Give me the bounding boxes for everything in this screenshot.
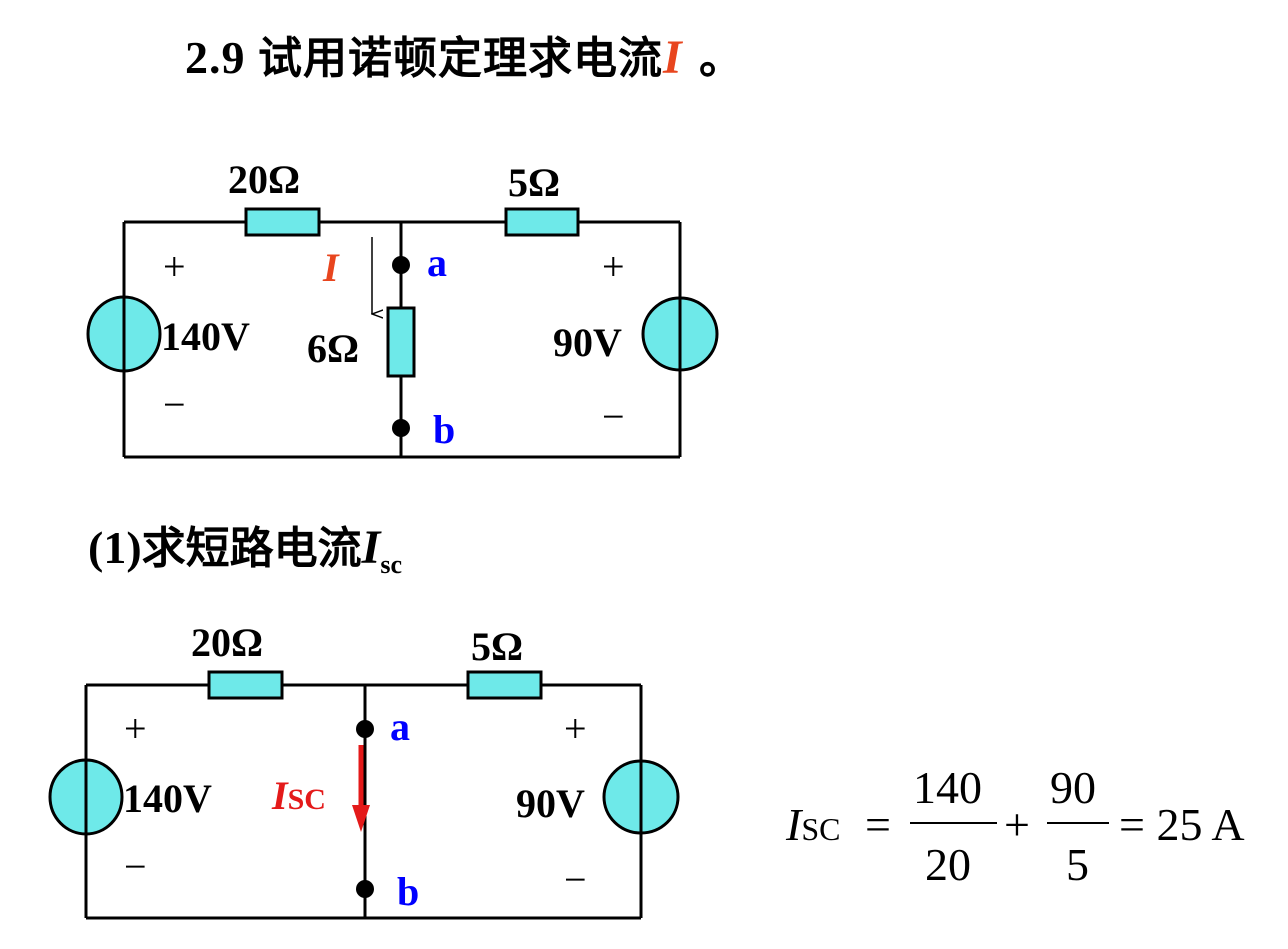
title-current-variable: I <box>663 31 683 84</box>
step-index: (1) <box>88 522 142 573</box>
label-r-right: 5Ω <box>508 160 560 205</box>
problem-number: 2.9 <box>185 32 258 83</box>
node-a-dot-2 <box>356 720 374 738</box>
label-node-b-2: b <box>397 869 419 914</box>
fraction2-numerator: 90 <box>1050 762 1096 813</box>
label-v-left: 140V <box>161 314 250 359</box>
resistor-6-ohm <box>386 306 416 378</box>
resistor-20-ohm <box>244 207 321 237</box>
voltage-source-140v <box>86 295 162 373</box>
label-r-mid: 6Ω <box>307 326 359 371</box>
sign-minus-right-2: − <box>564 857 587 902</box>
label-node-a-2: a <box>390 704 410 749</box>
voltage-source-140v-2 <box>48 758 124 836</box>
label-current: I <box>322 245 340 290</box>
sign-minus-left-2: − <box>124 844 147 889</box>
resistor-5-ohm-2 <box>466 670 543 700</box>
label-short-current: ISC <box>271 773 326 818</box>
sign-minus-right: − <box>602 394 625 439</box>
label-r-right-2: 5Ω <box>471 624 523 669</box>
equation-lhs: ISC <box>785 799 840 850</box>
fraction1-denominator: 20 <box>925 839 971 890</box>
sign-minus-left: − <box>163 382 186 427</box>
node-b-dot <box>392 419 410 437</box>
node-a-dot <box>392 256 410 274</box>
label-v-right-2: 90V <box>516 781 585 826</box>
voltage-source-90v-2 <box>602 759 680 835</box>
step-variable: I <box>361 521 381 574</box>
resistor-20-ohm-2 <box>207 670 284 700</box>
circuit-1: 20Ω 5Ω 6Ω 140V 90V a b I + − + − <box>86 157 719 459</box>
isc-equation: ISC = 140 20 + 90 5 = 25 A <box>785 762 1245 890</box>
node-b-dot-2 <box>356 880 374 898</box>
label-node-b: b <box>433 407 455 452</box>
sign-plus-left: + <box>163 244 186 289</box>
voltage-source-90v <box>641 296 719 372</box>
step-text: 求短路电流 <box>141 523 362 574</box>
label-v-right: 90V <box>553 320 622 365</box>
step-subscript: sc <box>380 549 402 579</box>
step-heading: (1)求短路电流Isc <box>88 512 402 580</box>
label-v-left-2: 140V <box>123 776 212 821</box>
label-r-left: 20Ω <box>228 157 300 202</box>
page-title: 2.9 试用诺顿定理求电流I 。 <box>185 22 744 86</box>
short-current-arrow-icon <box>352 745 370 832</box>
sign-plus-right: + <box>602 244 625 289</box>
title-end: 。 <box>682 33 745 84</box>
circuit-2: 20Ω 5Ω 140V 90V a b ISC + − + − <box>48 620 680 920</box>
resistor-5-ohm <box>504 207 580 237</box>
equation-equals: = <box>865 799 891 850</box>
equation-plus: + <box>1004 799 1030 850</box>
label-r-left-2: 20Ω <box>191 620 263 665</box>
equation-result: = 25 A <box>1119 799 1245 850</box>
sign-plus-left-2: + <box>124 706 147 751</box>
fraction2-denominator: 5 <box>1066 839 1089 890</box>
problem-text: 试用诺顿定理求电流 <box>258 33 663 84</box>
sign-plus-right-2: + <box>564 706 587 751</box>
label-node-a: a <box>427 240 447 285</box>
fraction1-numerator: 140 <box>913 762 982 813</box>
